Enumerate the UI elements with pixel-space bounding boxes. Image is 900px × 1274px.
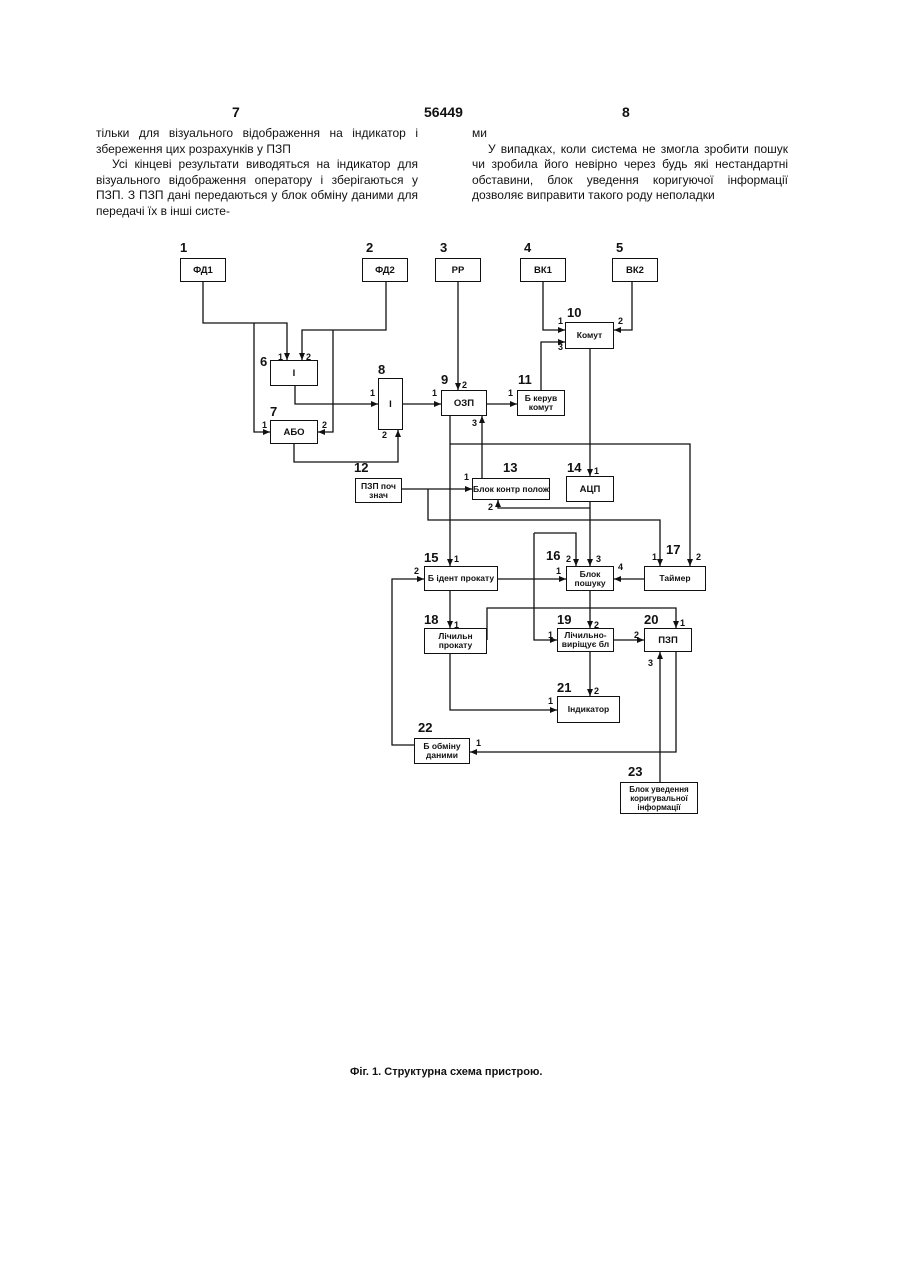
pin-label: 2: [462, 380, 467, 390]
block-number: 9: [441, 372, 448, 387]
block-number: 8: [378, 362, 385, 377]
pin-label: 2: [488, 502, 493, 512]
block-poshuku: Блок пошуку: [566, 566, 614, 591]
block-kontr-polozh: Блок контр полож: [472, 478, 550, 500]
block-number: 16: [546, 548, 560, 563]
block-number: 11: [518, 372, 532, 387]
block-indicator: Індикатор: [557, 696, 620, 723]
block-b-kerov-komut: Б керув комут: [517, 390, 565, 416]
pin-label: 2: [414, 566, 419, 576]
pin-label: 1: [262, 420, 267, 430]
block-pp: РР: [435, 258, 481, 282]
pin-label: 2: [382, 430, 387, 440]
pin-label: 1: [278, 352, 283, 362]
pin-label: 1: [454, 620, 459, 630]
pin-label: 1: [680, 618, 685, 628]
block-number: 4: [524, 240, 531, 255]
block-number: 14: [567, 460, 581, 475]
pin-label: 1: [454, 554, 459, 564]
block-number: 2: [366, 240, 373, 255]
pin-label: 1: [558, 316, 563, 326]
pin-label: 2: [566, 554, 571, 564]
block-number: 21: [557, 680, 571, 695]
pin-label: 3: [558, 342, 563, 352]
pin-label: 1: [464, 472, 469, 482]
block-number: 20: [644, 612, 658, 627]
block-and-6: І: [270, 360, 318, 386]
pin-label: 3: [648, 658, 653, 668]
block-lichyln-prokatu: Лічильн прокату: [424, 628, 487, 654]
pin-label: 3: [596, 554, 601, 564]
pin-label: 1: [652, 552, 657, 562]
block-number: 19: [557, 612, 571, 627]
pin-label: 3: [472, 418, 477, 428]
block-vk2: ВК2: [612, 258, 658, 282]
block-number: 5: [616, 240, 623, 255]
block-ozp: ОЗП: [441, 390, 487, 416]
block-b-ident-prokatu: Б ідент прокату: [424, 566, 498, 591]
block-vk1: ВК1: [520, 258, 566, 282]
pin-label: 1: [594, 466, 599, 476]
block-number: 12: [354, 460, 368, 475]
block-pzp-poch-znach: ПЗП поч знач: [355, 478, 402, 503]
pin-label: 2: [634, 630, 639, 640]
block-number: 1: [180, 240, 187, 255]
block-taimer: Таймер: [644, 566, 706, 591]
figure-caption: Фіг. 1. Структурна схема пристрою.: [350, 1066, 542, 1078]
block-number: 15: [424, 550, 438, 565]
pin-label: 1: [432, 388, 437, 398]
block-number: 17: [666, 542, 680, 557]
block-lichylno-virishuv: Лічильно-виріщує бл: [557, 628, 614, 652]
block-acp: АЦП: [566, 476, 614, 502]
block-pzp: ПЗП: [644, 628, 692, 652]
block-b-obminu-danymy: Б обміну даними: [414, 738, 470, 764]
block-uvedennya-koryg: Блок уведення коригувальної інформації: [620, 782, 698, 814]
block-and-8: І: [378, 378, 403, 430]
block-number: 22: [418, 720, 432, 735]
block-number: 13: [503, 460, 517, 475]
block-number: 7: [270, 404, 277, 419]
block-or-7: АБО: [270, 420, 318, 444]
block-number: 3: [440, 240, 447, 255]
block-number: 23: [628, 764, 642, 779]
pin-label: 2: [322, 420, 327, 430]
pin-label: 1: [508, 388, 513, 398]
block-fd2: ФД2: [362, 258, 408, 282]
pin-label: 1: [556, 566, 561, 576]
pin-label: 2: [594, 620, 599, 630]
pin-label: 1: [548, 696, 553, 706]
pin-label: 2: [696, 552, 701, 562]
pin-label: 2: [306, 352, 311, 362]
block-number: 18: [424, 612, 438, 627]
block-komut: Комут: [565, 322, 614, 349]
pin-label: 1: [476, 738, 481, 748]
block-fd1: ФД1: [180, 258, 226, 282]
pin-label: 1: [370, 388, 375, 398]
block-number: 10: [567, 305, 581, 320]
pin-label: 1: [548, 630, 553, 640]
pin-label: 4: [618, 562, 623, 572]
pin-label: 2: [594, 686, 599, 696]
pin-label: 2: [618, 316, 623, 326]
block-number: 6: [260, 354, 267, 369]
